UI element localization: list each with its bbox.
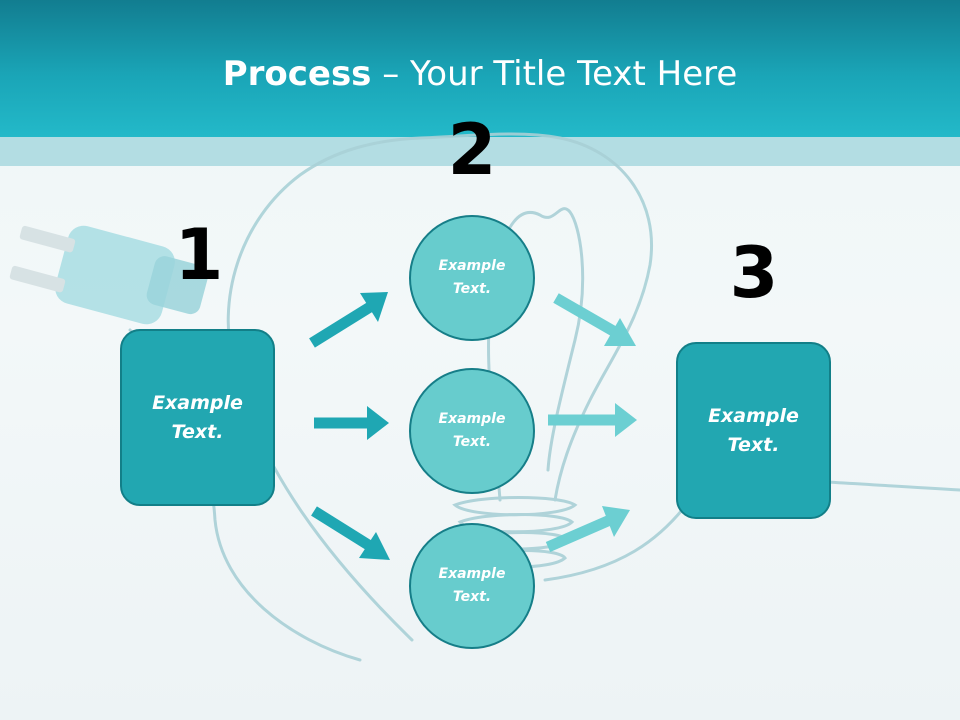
plug-icon xyxy=(9,225,209,325)
title-rest: – Your Title Text Here xyxy=(371,54,738,94)
step-number-3: 3 xyxy=(729,232,779,314)
step-2-circle-top: Example Text. xyxy=(409,215,535,341)
step-1-box: Example Text. xyxy=(120,329,275,506)
step-1-text: Example Text. xyxy=(152,391,243,443)
circle-bottom-text: Example Text. xyxy=(438,566,506,605)
circle-middle-text: Example Text. xyxy=(438,411,506,450)
title-bold: Process xyxy=(222,54,372,94)
step-number-1: 1 xyxy=(174,214,224,296)
step-2-circle-middle: Example Text. xyxy=(409,368,535,494)
title-bar-band xyxy=(0,137,960,166)
circle-top-text: Example Text. xyxy=(438,258,506,297)
step-number-2: 2 xyxy=(447,109,497,191)
step-3-box: Example Text. xyxy=(676,342,831,519)
title-bar xyxy=(0,0,960,137)
step-2-circle-bottom: Example Text. xyxy=(409,523,535,649)
slide-title: Process – Your Title Text Here xyxy=(0,52,960,96)
step-3-text: Example Text. xyxy=(708,404,799,456)
